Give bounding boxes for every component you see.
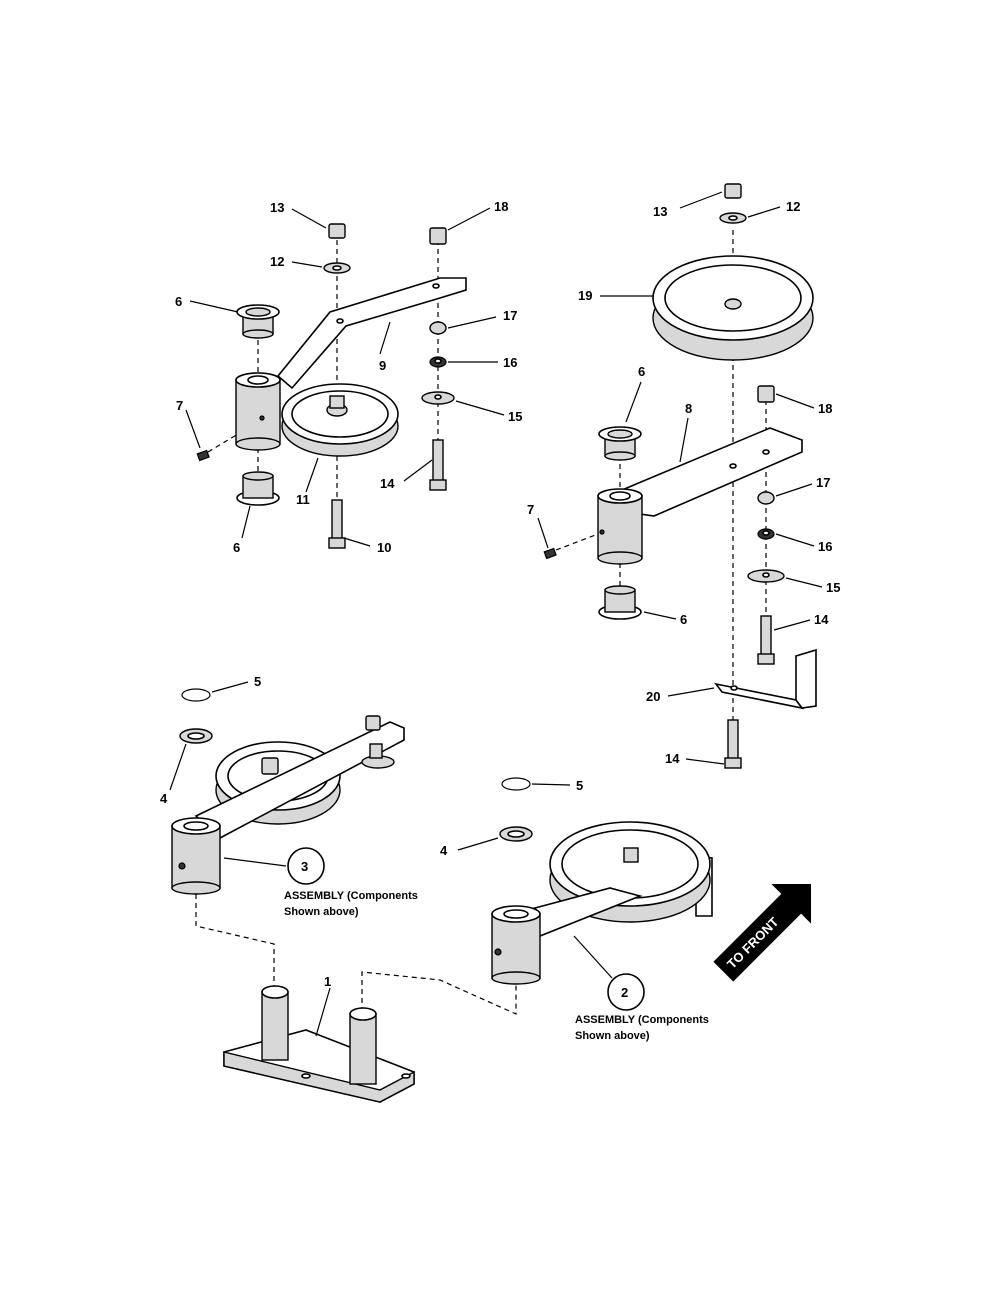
callout-7: 7 [176,398,183,413]
callout-15: 15 [826,580,840,595]
part-16-lock-washer [757,528,775,540]
callout-4: 4 [440,843,448,858]
callout-17: 17 [816,475,830,490]
part-14-bolt [429,439,447,491]
assembly-3-callout: 3 [287,847,325,885]
part-1-base-plate: 1 [195,894,517,1103]
callout-15: 15 [508,409,522,424]
part-17-spacer [429,321,447,335]
part-7-set-screw [543,533,599,560]
part-19-large-pulley [652,255,814,361]
callout-6: 6 [233,540,240,555]
part-6-bushing-bottom [598,585,642,620]
part-6-bushing-top [598,426,642,461]
callout-6: 6 [680,612,687,627]
callout-13: 13 [653,204,667,219]
part-15-flat-washer [747,569,785,583]
callout-16: 16 [503,355,517,370]
assembly-2-note-line2: Shown above) [575,1030,650,1042]
part-18-nut [429,227,447,245]
part-8-idler-arm [620,427,803,517]
part-16-lock-washer [429,356,447,368]
assembly-3: 5 4 3 ASSEMBLY (Components Shown above) [160,674,418,918]
callout-14: 14 [380,476,395,491]
callout-14: 14 [814,612,829,627]
part-11-idler-pulley [281,383,399,457]
callout-5: 5 [576,778,583,793]
part-14-bolt [757,615,775,665]
callout-9: 9 [379,358,386,373]
callout-20: 20 [646,689,660,704]
callout-12: 12 [786,199,800,214]
pivot-tube [597,488,643,565]
part-12-washer [323,262,351,274]
part-20-bracket [714,648,817,710]
callout-11: 11 [296,492,310,507]
part-13-nut [724,183,742,199]
assembly-2: 5 4 2 ASSEMBLY (Components Shown above) [440,777,713,1042]
part-10-bolt [328,499,346,549]
part-5-snap-ring [181,688,211,702]
callout-12: 12 [270,254,284,269]
part-6-bushing-top [236,304,280,339]
assembly-2-note-line1: ASSEMBLY (Components [575,1014,709,1026]
assembly-2-callout: 2 [607,973,645,1011]
part-18-nut [757,385,775,403]
part-15-flat-washer [421,391,455,405]
callout-18: 18 [494,199,508,214]
part-4-washer [179,728,213,744]
callout-14: 14 [665,751,680,766]
callout-7: 7 [527,502,534,517]
pivot-tube [235,372,281,451]
callout-5: 5 [254,674,261,689]
part-13-nut [328,223,346,239]
assembly-3-note-line2: Shown above) [284,906,359,918]
callout-16: 16 [818,539,832,554]
part-5-snap-ring [501,777,531,791]
part-14-bolt-lower [724,719,742,769]
to-front-arrow: TO FRONT [713,883,812,982]
callout-13: 13 [270,200,284,215]
callout-4: 4 [160,791,168,806]
assembly-3-note-line1: ASSEMBLY (Components [284,890,418,902]
callout-18: 18 [818,401,832,416]
svg-text:2: 2 [621,985,628,1000]
idler-arm-assembly-3-exploded: 13 12 6 7 6 11 10 9 18 17 16 15 14 [175,199,522,555]
callout-8: 8 [685,401,692,416]
callout-10: 10 [377,540,391,555]
svg-text:3: 3 [301,859,308,874]
callout-6: 6 [638,364,645,379]
idler-arm-assembly-2-exploded: 13 12 19 6 8 7 6 18 17 16 15 14 20 14 [527,183,840,769]
callout-6: 6 [175,294,182,309]
callout-19: 19 [578,288,592,303]
callout-17: 17 [503,308,517,323]
part-4-washer [499,826,533,842]
part-6-bushing-bottom [236,471,280,506]
part-9-idler-arm [276,277,467,390]
callout-1: 1 [324,974,331,989]
part-7-set-screw [196,433,239,462]
part-17-spacer [757,491,775,505]
part-12-washer [719,212,747,224]
